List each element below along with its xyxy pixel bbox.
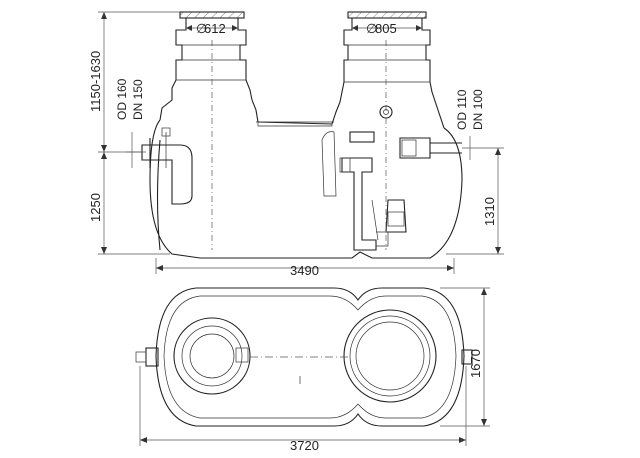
equipment-block — [349, 131, 375, 143]
outlet-od-label: OD 110 — [455, 89, 469, 130]
tank-body — [149, 119, 463, 259]
inlet-dn-label: DN 150 — [131, 79, 145, 120]
diameter-symbol: ∅ — [366, 21, 377, 36]
inlet-od-label: OD 160 — [115, 78, 129, 120]
plan-right-manhole — [343, 309, 437, 403]
height-top-label: 1150-1630 — [88, 51, 103, 112]
diameter-symbol: ∅ — [196, 21, 207, 36]
inlet-pipe — [141, 144, 193, 205]
plan-depth-dimension: 1670 — [440, 287, 490, 427]
right-riser — [331, 18, 445, 129]
plan-width-label: 3720 — [290, 438, 319, 453]
outlet-labels: OD 110 DN 100 — [455, 89, 485, 160]
left-riser — [159, 18, 259, 123]
right-diameter-value: 805 — [375, 21, 397, 36]
outlet-dn-label: DN 100 — [471, 89, 485, 130]
plan-view — [135, 287, 473, 427]
right-height-label: 1310 — [482, 197, 497, 226]
left-baffle — [321, 131, 337, 197]
right-vertical-dimension: 1310 — [446, 147, 504, 255]
sampling-pump — [385, 199, 407, 233]
right-diameter-dimension: ∅ 805 — [352, 21, 422, 36]
width-dimension-elevation: 3490 — [155, 258, 455, 278]
left-diameter-dimension: ∅ 612 — [186, 21, 238, 36]
left-diameter-value: 612 — [204, 21, 226, 36]
width-elevation-label: 3490 — [290, 263, 319, 278]
plan-width-dimension: 3720 — [139, 366, 467, 453]
inlet-labels: OD 160 DN 150 — [115, 78, 146, 168]
plan-outlet-stub — [461, 349, 473, 365]
plan-left-manhole — [173, 317, 251, 395]
outlet-pipe — [399, 137, 462, 159]
side-elevation — [141, 11, 463, 259]
height-bottom-label: 1250 — [88, 193, 103, 222]
plan-outline — [155, 287, 465, 427]
plan-depth-label: 1670 — [468, 349, 483, 378]
